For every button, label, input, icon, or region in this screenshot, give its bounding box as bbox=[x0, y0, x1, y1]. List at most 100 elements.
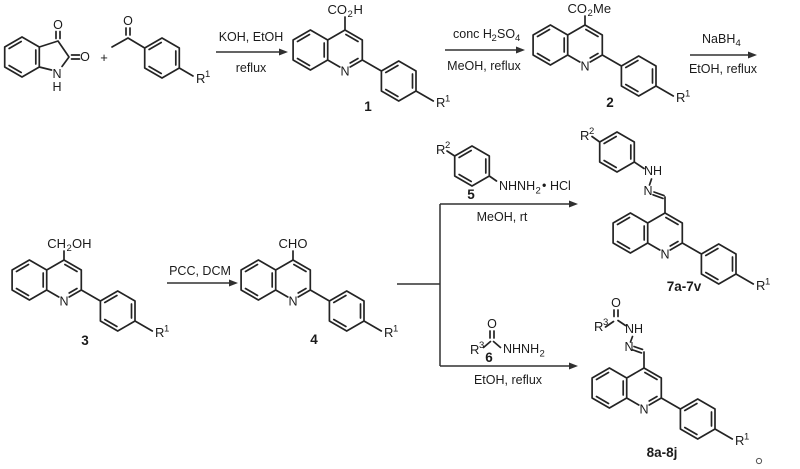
reagent5-r2-label: R bbox=[436, 142, 445, 157]
compound4-number: 4 bbox=[310, 332, 318, 347]
product7-r2-sup: 2 bbox=[589, 126, 594, 137]
arrowhead bbox=[279, 48, 288, 56]
compound3-r1-sup: 1 bbox=[164, 324, 169, 335]
reaction-arrow-step2: conc H 2 SO 4 MeOH, reflux bbox=[445, 27, 525, 73]
product7-nh-label: NH bbox=[644, 164, 662, 178]
compound-4-structure: CHO N R 1 4 bbox=[240, 236, 398, 347]
product7-aryl-double-bonds bbox=[603, 135, 632, 169]
isatin-carbonyl-o-side: O bbox=[80, 50, 90, 64]
product8-number: 8a-8j bbox=[647, 445, 678, 460]
isatin-bonds bbox=[3, 36, 70, 78]
reagent5-double-bonds bbox=[458, 149, 487, 183]
step3-conditions-sub: 4 bbox=[736, 38, 741, 49]
compound3-group-oh: OH bbox=[72, 236, 92, 251]
compound2-group-co: CO bbox=[568, 1, 588, 16]
reaction-arrow-step3: NaBH 4 EtOH, reflux bbox=[689, 32, 758, 76]
product8-carbonyl-o: O bbox=[611, 296, 621, 310]
acetophenone-r1-sup: 1 bbox=[205, 69, 210, 80]
isatin-nh-hydrogen: H bbox=[52, 80, 61, 94]
quinoline-skeleton bbox=[612, 212, 755, 285]
compound-1-structure: CO 2 H N R 1 1 bbox=[292, 2, 450, 114]
product7-imine-double-bond bbox=[652, 191, 665, 200]
step2-conditions-above: conc H bbox=[453, 27, 492, 41]
product8-chain-bonds bbox=[604, 319, 645, 369]
compound4-r1-sup: 1 bbox=[393, 324, 398, 335]
step5-conditions-below: MeOH, rt bbox=[477, 210, 528, 224]
compound1-group-co: CO bbox=[328, 2, 348, 17]
product7-number: 7a-7v bbox=[667, 279, 702, 294]
quinoline-skeleton bbox=[292, 29, 435, 102]
product8-imine-double-bond bbox=[632, 345, 644, 354]
step1-conditions-below: reflux bbox=[236, 61, 267, 75]
reagent5-number: 5 bbox=[467, 187, 475, 202]
product7-r1-sup: 1 bbox=[765, 277, 770, 288]
product7-ring-nitrogen: N bbox=[660, 248, 669, 262]
period-mark bbox=[755, 457, 763, 465]
compound3-number: 3 bbox=[81, 333, 89, 348]
step2-conditions-sub2: 4 bbox=[515, 33, 520, 44]
compound4-group-cho: CHO bbox=[279, 236, 308, 251]
product8-r3-label: R bbox=[594, 319, 603, 334]
reagent6-number: 6 bbox=[485, 350, 493, 365]
arrowhead bbox=[748, 51, 757, 59]
acetophenone-carbonyl-o: O bbox=[123, 14, 133, 28]
step4-conditions-above: PCC, DCM bbox=[169, 264, 231, 278]
reagent6-double-bond bbox=[489, 330, 495, 339]
reagent6-carbonyl-o: O bbox=[487, 317, 497, 331]
compound3-group-sub2: 2 bbox=[67, 243, 72, 254]
product8-nh-label: NH bbox=[625, 322, 643, 336]
arrowhead-upper bbox=[569, 200, 578, 208]
compound2-r1-label: R bbox=[676, 90, 685, 105]
step1-conditions-above: KOH, EtOH bbox=[219, 30, 284, 44]
product8-imine-n: N bbox=[624, 340, 633, 354]
product7-r2-label: R bbox=[580, 128, 589, 143]
compound2-number: 2 bbox=[606, 95, 614, 110]
product-8-structure: O R 3 NH N N R 1 8a-8j bbox=[591, 296, 749, 460]
isatin-ring-nitrogen: N bbox=[52, 67, 61, 81]
branch-connector: MeOH, rt EtOH, reflux bbox=[397, 200, 578, 387]
compound1-group-sub2: 2 bbox=[348, 9, 353, 20]
reagent6-r3-label: R bbox=[470, 342, 479, 357]
quinoline-skeleton bbox=[240, 259, 383, 332]
compound1-number: 1 bbox=[364, 99, 372, 114]
product8-ring-nitrogen: N bbox=[639, 403, 648, 417]
product8-r3-sup: 3 bbox=[603, 317, 608, 328]
reagent5-salt: HCl bbox=[550, 179, 571, 193]
compound2-group-sub2: 2 bbox=[588, 8, 593, 19]
reagent5-hydrazine-chain: NHNH bbox=[499, 179, 535, 193]
reagent6-chain-sub: 2 bbox=[540, 349, 545, 360]
compound2-group-me: Me bbox=[593, 1, 611, 16]
compound1-r1-label: R bbox=[436, 95, 445, 110]
reagent6-hydrazide-chain: NHNH bbox=[503, 342, 539, 356]
acetophenone-bonds bbox=[111, 37, 194, 79]
product8-r1-label: R bbox=[735, 433, 744, 448]
step2-conditions-below: MeOH, reflux bbox=[447, 59, 521, 73]
step3-conditions-below: EtOH, reflux bbox=[689, 62, 758, 76]
product7-imine-n: N bbox=[643, 184, 652, 198]
plus-sign: + bbox=[100, 50, 108, 65]
compound1-ring-nitrogen: N bbox=[340, 65, 349, 79]
reagent5-chain-sub: 2 bbox=[536, 186, 541, 197]
reagent5-bonds bbox=[446, 145, 498, 187]
product7-r1-label: R bbox=[756, 278, 765, 293]
product8-r1-sup: 1 bbox=[744, 432, 749, 443]
acetophenone-double-bonds bbox=[125, 27, 177, 75]
step6-conditions-below: EtOH, reflux bbox=[474, 373, 543, 387]
compound3-ring-nitrogen: N bbox=[59, 295, 68, 309]
product7-chain-bonds bbox=[591, 135, 666, 214]
isatin-carbonyl-o-top: O bbox=[53, 18, 63, 32]
product-7-structure: R 2 NH N N R 1 7a-7v bbox=[580, 126, 770, 294]
reagent6-r3-sup: 3 bbox=[479, 340, 484, 351]
reagent6-bonds bbox=[482, 340, 502, 349]
step2-conditions-sub: 2 bbox=[492, 33, 497, 44]
acetophenone-r1-label: R bbox=[196, 71, 205, 86]
reagent5-r2-sup: 2 bbox=[445, 140, 450, 151]
step3-conditions-above: NaBH bbox=[702, 32, 735, 46]
isatin-double-bonds bbox=[8, 30, 81, 74]
reactant-isatin: O O N H bbox=[3, 18, 90, 94]
product8-carbonyl-double-bond bbox=[613, 309, 619, 318]
quinoline-skeleton bbox=[532, 24, 675, 97]
compound-3-structure: CH 2 OH N R 1 3 bbox=[11, 236, 169, 348]
quinoline-skeleton bbox=[11, 259, 154, 332]
